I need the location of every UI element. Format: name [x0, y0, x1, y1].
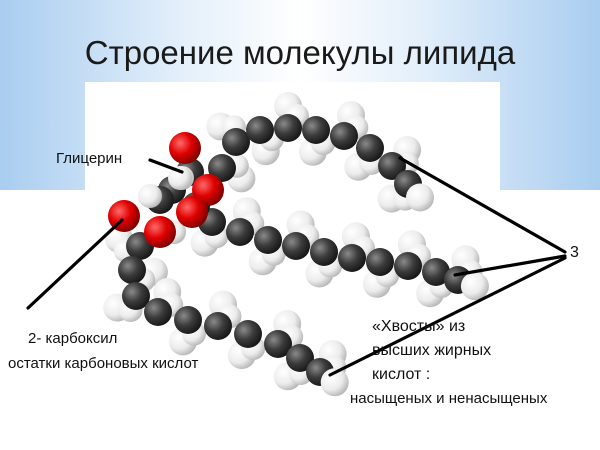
- glycerol-pointer-line: [148, 158, 184, 174]
- carbon-atom: [174, 306, 202, 334]
- hydrogen-atom: [406, 183, 434, 212]
- oxygen-atom: [144, 216, 176, 248]
- oxygen-atom: [169, 132, 201, 164]
- carbon-atom: [118, 256, 146, 284]
- tail-pointer-line-top: [398, 156, 567, 254]
- carboxyl-label-line2: остатки карбоновых кислот: [8, 355, 199, 372]
- pointer-lines: [26, 156, 567, 377]
- carbon-atom: [394, 252, 422, 280]
- tail-pointer-line-bottom: [328, 256, 567, 377]
- tails-label-line4: насыщеных и ненасыщеных: [350, 390, 548, 407]
- carbon-atom: [366, 248, 394, 276]
- carbon-atom: [330, 122, 358, 150]
- carboxyl-label-line1: 2- карбоксил: [28, 330, 118, 347]
- carbon-atom: [338, 244, 366, 272]
- molecule-atoms: [103, 92, 489, 397]
- carbon-atom: [222, 128, 250, 156]
- carbon-atom: [254, 226, 282, 254]
- carbon-atom: [264, 330, 292, 358]
- tail-pointer-line-middle: [453, 254, 567, 277]
- carbon-atom: [302, 116, 330, 144]
- carbon-atom: [226, 218, 254, 246]
- carbon-atom: [356, 134, 384, 162]
- carbon-atom: [234, 320, 262, 348]
- hydrogen-atom: [460, 272, 489, 301]
- glycerol-label: Глицерин: [56, 150, 123, 167]
- carboxyl-pointer-line: [26, 218, 124, 310]
- carbon-atom: [122, 282, 150, 310]
- tails-label-line1: «Хвосты» из: [372, 318, 466, 335]
- diagram-title: Строение молекулы липида: [84, 34, 516, 71]
- carbon-atom: [286, 344, 314, 372]
- carbon-atom: [310, 238, 338, 266]
- oxygen-atom: [176, 196, 208, 228]
- carbon-atom: [144, 298, 172, 326]
- carbon-atom: [208, 154, 236, 182]
- carbon-atom: [274, 114, 302, 142]
- hydrogen-atom: [138, 184, 162, 208]
- count-label-three: 3: [570, 244, 579, 261]
- white-panel: [0, 82, 600, 450]
- tails-label-line3: кислот :: [372, 366, 431, 383]
- carbon-atom: [282, 232, 310, 260]
- carbon-atom: [246, 116, 274, 144]
- oxygen-atom: [192, 174, 224, 206]
- carbon-atom: [422, 258, 450, 286]
- hydrogen-atom: [168, 166, 192, 190]
- hydrogen-atom: [320, 368, 349, 397]
- carbon-atom: [204, 312, 232, 340]
- tails-label-line2: высших жирных: [372, 342, 492, 359]
